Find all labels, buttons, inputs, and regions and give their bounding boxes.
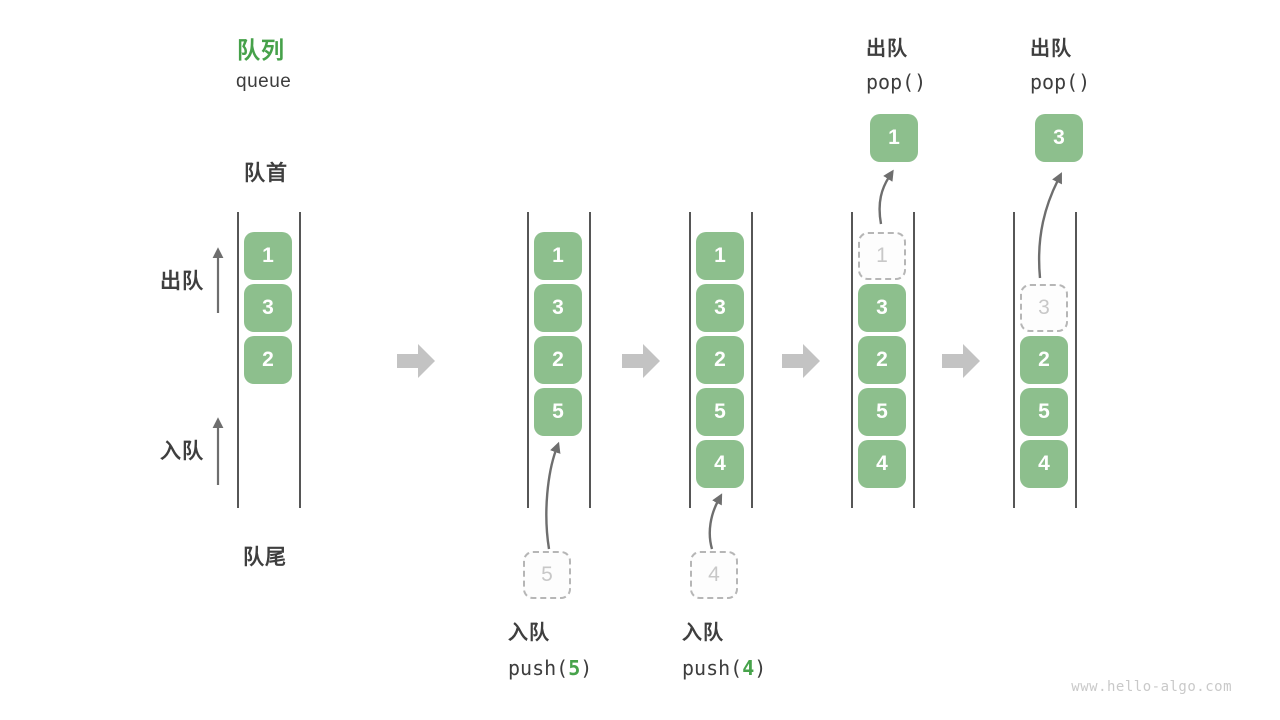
queue-wall-right (1075, 212, 1077, 508)
queue-cell: 4 (696, 440, 744, 488)
queue-cell: 5 (696, 388, 744, 436)
label-dequeue: 出队 (160, 270, 204, 293)
label-queue-rear: 队尾 (243, 546, 287, 569)
watermark: www.hello-algo.com (1071, 679, 1232, 695)
queue-wall-left (851, 212, 853, 508)
queue-cell: 5 (534, 388, 582, 436)
push-op-label: 入队 (508, 622, 550, 644)
push-5-arrow (545, 441, 561, 550)
diagram-title-zh: 队列 (237, 37, 285, 63)
queue-cell: 3 (244, 284, 292, 332)
queue-cell: 1 (696, 232, 744, 280)
pop-header-label: 出队 (1030, 38, 1072, 60)
queue-cell-ghost: 3 (1020, 284, 1068, 332)
push-arg-value: 5 (568, 656, 581, 680)
queue-cell: 3 (534, 284, 582, 332)
push-arg-value: 4 (742, 656, 755, 680)
block-arrow-right-icon (622, 344, 660, 378)
popped-cell: 1 (870, 114, 918, 162)
label-queue-front: 队首 (244, 162, 288, 185)
push-close-paren: ) (754, 656, 767, 680)
queue-cell: 5 (858, 388, 906, 436)
push-4-arrow (708, 493, 723, 550)
queue-cell: 2 (858, 336, 906, 384)
incoming-cell-ghost: 4 (690, 551, 738, 599)
queue-cell: 2 (244, 336, 292, 384)
pop-header-code: pop() (1030, 70, 1091, 94)
queue-wall-right (751, 212, 753, 508)
push-close-paren: ) (580, 656, 593, 680)
block-arrow-right-icon (942, 344, 980, 378)
queue-wall-left (1013, 212, 1015, 508)
queue-cell: 4 (1020, 440, 1068, 488)
queue-cell: 2 (696, 336, 744, 384)
pop-header-label: 出队 (866, 38, 908, 60)
queue-cell: 1 (534, 232, 582, 280)
queue-cell: 1 (244, 232, 292, 280)
push-op-block: 入队 push(4) (682, 616, 766, 680)
queue-wall-right (913, 212, 915, 508)
popped-cell: 3 (1035, 114, 1083, 162)
pop-3-arrow (1037, 172, 1062, 279)
block-arrow-right-icon (397, 344, 435, 378)
queue-cell: 3 (858, 284, 906, 332)
pop-header: 出队 pop() (1030, 32, 1090, 94)
push-fn-text: push( (682, 656, 743, 680)
push-op-block: 入队 push(5) (508, 616, 592, 680)
queue-wall-left (527, 212, 529, 508)
pop-header: 出队 pop() (866, 32, 926, 94)
push-fn-text: push( (508, 656, 569, 680)
incoming-cell-ghost: 5 (523, 551, 571, 599)
pop-1-arrow (878, 169, 894, 225)
push-op-label: 入队 (682, 622, 724, 644)
queue-cell: 4 (858, 440, 906, 488)
diagram-title-en: queue (236, 71, 292, 92)
pop-header-code: pop() (866, 70, 927, 94)
queue-wall-left (237, 212, 239, 508)
push-op-code: push(4) (682, 656, 766, 680)
queue-wall-left (689, 212, 691, 508)
queue-cell-ghost: 1 (858, 232, 906, 280)
push-op-code: push(5) (508, 656, 592, 680)
queue-cell: 2 (1020, 336, 1068, 384)
block-arrow-right-icon (782, 344, 820, 378)
label-enqueue: 入队 (160, 440, 204, 463)
queue-wall-right (589, 212, 591, 508)
queue-cell: 5 (1020, 388, 1068, 436)
queue-cell: 3 (696, 284, 744, 332)
queue-wall-right (299, 212, 301, 508)
queue-cell: 2 (534, 336, 582, 384)
